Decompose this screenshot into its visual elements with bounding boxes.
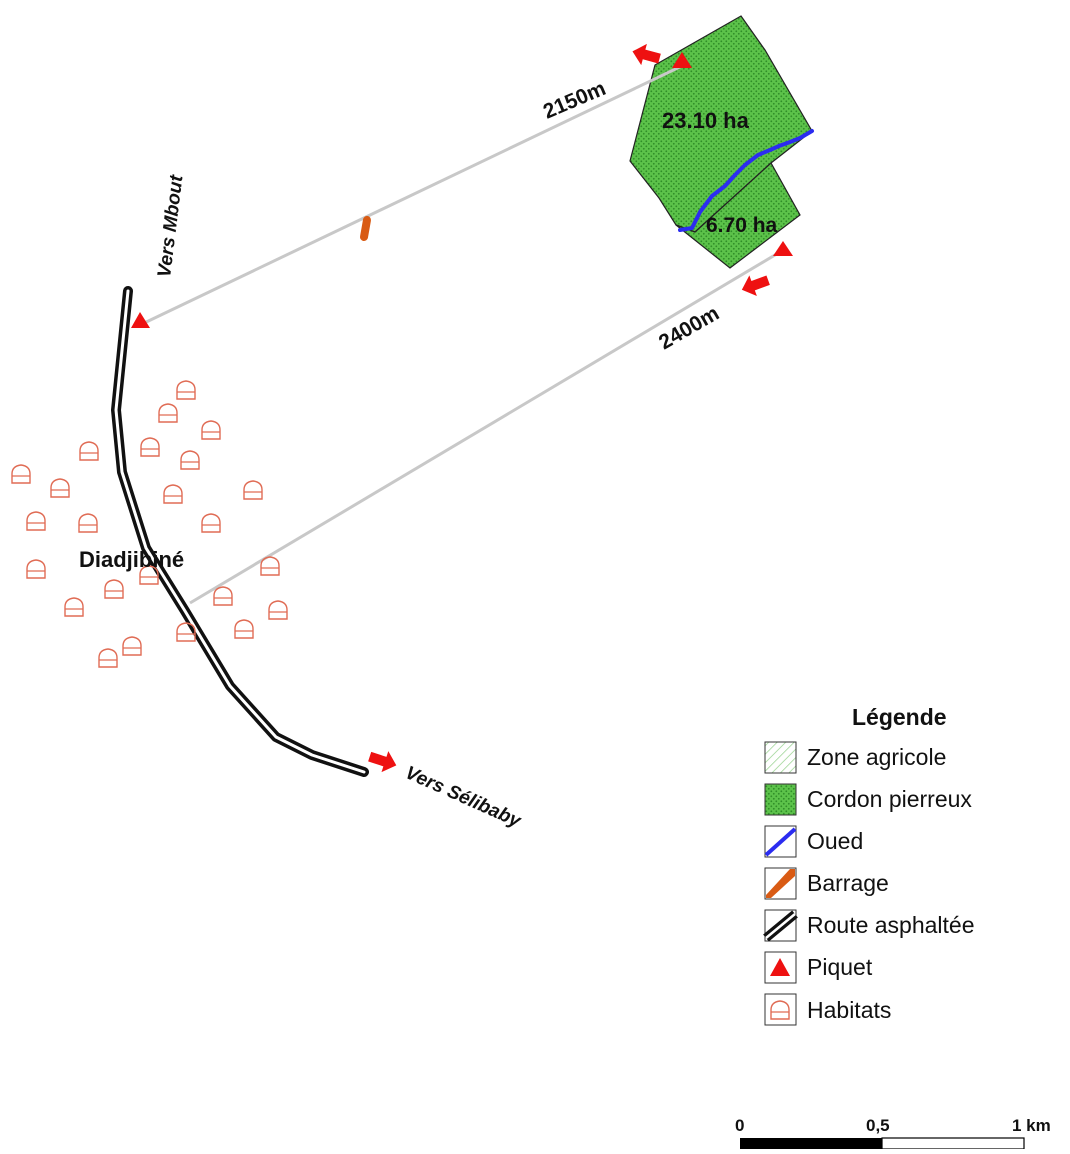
habitat-icon: [26, 559, 46, 579]
legend-item-label: Zone agricole: [807, 744, 946, 770]
legend-item-label: Oued: [807, 828, 863, 854]
route-asphaltee-inner: [114, 289, 366, 774]
parcel-large-area-label: 23.10 ha: [662, 108, 750, 133]
arrow-icon-south-parcel: [741, 275, 770, 297]
legend-swatch-frame: [764, 993, 797, 1026]
scale-label-start: 0: [735, 1116, 744, 1135]
scale-bar-black-segment: [740, 1138, 882, 1149]
habitat-icon: [201, 420, 221, 440]
parcel-small-area-label: 6.70 ha: [706, 214, 778, 237]
habitats-cluster: [11, 380, 288, 668]
piquet-marker-road: [131, 312, 150, 328]
habitat-icon: [79, 441, 99, 461]
road-north-label: Vers Mbout: [154, 173, 187, 278]
habitat-icon: [140, 437, 160, 457]
scale-label-mid: 0,5: [866, 1116, 890, 1135]
legend-item-oued: Oued: [764, 825, 863, 858]
route-asphaltee-outer: [111, 286, 369, 777]
habitat-icon: [104, 579, 124, 599]
habitat-icon: [78, 513, 98, 533]
hatched-square-icon: [764, 741, 797, 774]
habitat-icon: [64, 597, 84, 617]
habitat-icon: [158, 403, 178, 423]
distance-line-north: [139, 62, 687, 327]
legend-item-label: Habitats: [807, 997, 891, 1023]
legend-item-piquet: Piquet: [764, 951, 873, 984]
habitat-icon: [11, 464, 31, 484]
piquet-marker-parcel-north: [672, 52, 692, 68]
habitat-icon: [26, 511, 46, 531]
habitat-icon: [176, 380, 196, 400]
orange-line-icon: [766, 869, 795, 898]
double-black-line-icon-inner: [765, 913, 796, 939]
scale-bar-white-segment: [881, 1137, 1025, 1150]
legend-item-cordon-pierreux: Cordon pierreux: [764, 783, 972, 816]
habitat-icon: [98, 648, 118, 668]
legend-item-zone-agricole: Zone agricole: [764, 741, 946, 774]
scale-bar: 0 0,5 1 km: [735, 1116, 1051, 1150]
blue-line-icon: [764, 827, 797, 857]
habitat-icon: [234, 619, 254, 639]
habitat-icon: [243, 480, 263, 500]
legend-item-label: Cordon pierreux: [807, 786, 972, 812]
habitat-icon: [260, 556, 280, 576]
habitat-icon: [268, 600, 288, 620]
legend: Légende Zone agricole Cordon pierreux Ou…: [763, 704, 975, 1026]
legend-item-route-asphaltee: Route asphaltée: [763, 909, 975, 942]
habitat-icon: [201, 513, 221, 533]
habitat-icon: [180, 450, 200, 470]
road-south-label: Vers Sélibaby: [402, 762, 525, 832]
legend-item-label: Barrage: [807, 870, 889, 896]
habitat-icon: [213, 586, 233, 606]
cordon-pierreux-parcel-small: [675, 162, 801, 269]
legend-item-habitats: Habitats: [764, 993, 891, 1026]
legend-item-label: Route asphaltée: [807, 912, 975, 938]
piquet-marker-parcel-south: [773, 241, 793, 256]
legend-title: Légende: [852, 704, 947, 730]
arrow-icon-north-parcel: [632, 43, 661, 66]
habitat-icon: [122, 636, 142, 656]
oued-stream: [678, 129, 814, 232]
legend-item-label: Piquet: [807, 954, 873, 980]
green-dotted-square-icon: [764, 783, 797, 816]
red-triangle-icon: [770, 958, 790, 976]
distance-south-label: 2400m: [655, 302, 723, 355]
habitat-icon: [50, 478, 70, 498]
barrage-segment: [360, 216, 371, 241]
arrow-icon-selibaby: [368, 751, 397, 773]
legend-item-barrage: Barrage: [764, 867, 889, 900]
place-name-label: Diadjibiné: [79, 547, 184, 572]
habitat-icon: [163, 484, 183, 504]
distance-line-south: [189, 250, 781, 605]
scale-label-end: 1 km: [1012, 1116, 1051, 1135]
